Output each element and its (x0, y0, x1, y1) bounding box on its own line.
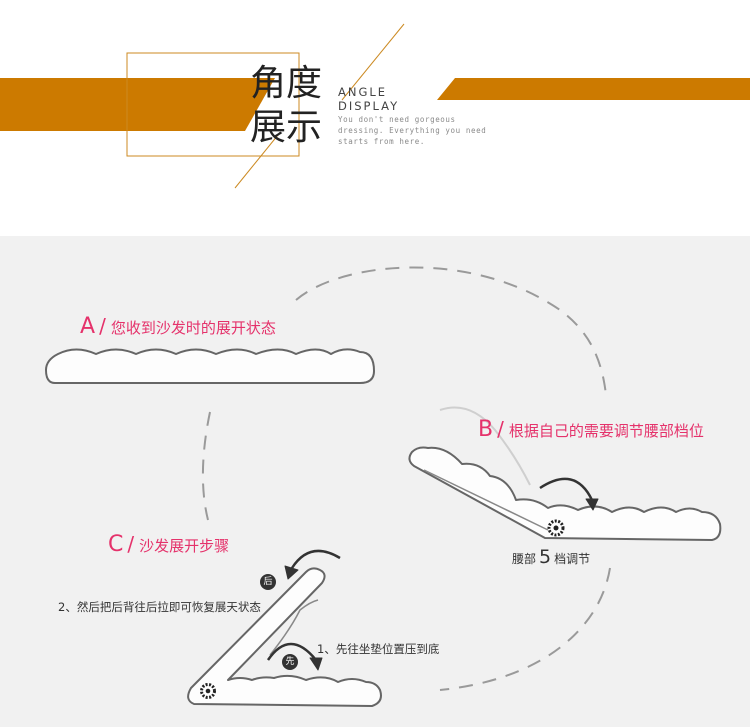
title-cn-line2: 展示 (250, 107, 323, 148)
gear-note-suffix: 档调节 (554, 552, 591, 566)
adjust-arrow-b (539, 477, 594, 501)
badge-first (282, 654, 298, 670)
sofa-folding (187, 549, 382, 707)
gear-icon-b (547, 519, 565, 537)
step-2-note: 2、然后把后背往后拉即可恢复展天状态 (58, 600, 261, 614)
step-c-text: 沙发展开步骤 (139, 537, 230, 555)
step-a-letter: A (80, 314, 96, 339)
subtitle-line3: starts from here. (338, 137, 425, 146)
diagonal-line-top (341, 23, 405, 101)
sofa-reclined (408, 406, 722, 541)
gear-note-count: 5 (539, 546, 552, 568)
badge-back-label: 后 (263, 577, 273, 587)
badge-back (260, 574, 276, 590)
dashed-cycle-guide (201, 266, 611, 691)
step-a-text: 您收到沙发时的展开状态 (110, 319, 276, 337)
step-b-slash: / (497, 417, 504, 441)
step-a-slash: / (99, 314, 106, 338)
sofa-flat (45, 348, 375, 384)
step-1-note: 1、先往坐垫位置压到底 (317, 642, 440, 656)
backrest-ghost (439, 406, 531, 486)
subtitle-line1: You don't need gorgeous (338, 115, 456, 124)
header-decoration (0, 23, 750, 189)
title-en-line2: DISPLAY (338, 99, 400, 113)
title-cn-line1: 角度 (250, 63, 323, 104)
adjust-arrow-c-bottom (266, 642, 317, 661)
angle-display-panel (0, 236, 750, 727)
diagonal-line-bottom (234, 134, 279, 189)
subtitle-line2: dressing. Everything you need (338, 126, 487, 135)
step-c-letter: C (108, 532, 124, 557)
step-b-letter: B (478, 417, 494, 442)
adjust-arrow-c-top (290, 549, 341, 569)
subtitle: You don't need gorgeous dressing. Everyt… (338, 114, 498, 147)
right-accent-band (437, 78, 750, 100)
badge-first-label: 先 (285, 657, 295, 667)
step-c-slash: / (127, 532, 135, 556)
step-b-text: 根据自己的需要调节腰部档位 (508, 422, 704, 440)
header-frame (126, 52, 300, 157)
step-a-title: A/您收到沙发时的展开状态 (80, 314, 276, 339)
title-en-line1: ANGLE (338, 85, 388, 99)
step-c-title: C/沙发展开步骤 (108, 532, 229, 557)
left-accent-band (0, 78, 275, 131)
step-b-title: B/根据自己的需要调节腰部档位 (478, 417, 704, 442)
gear-icon-c (200, 683, 216, 699)
gear-note-prefix: 腰部 (512, 552, 537, 566)
